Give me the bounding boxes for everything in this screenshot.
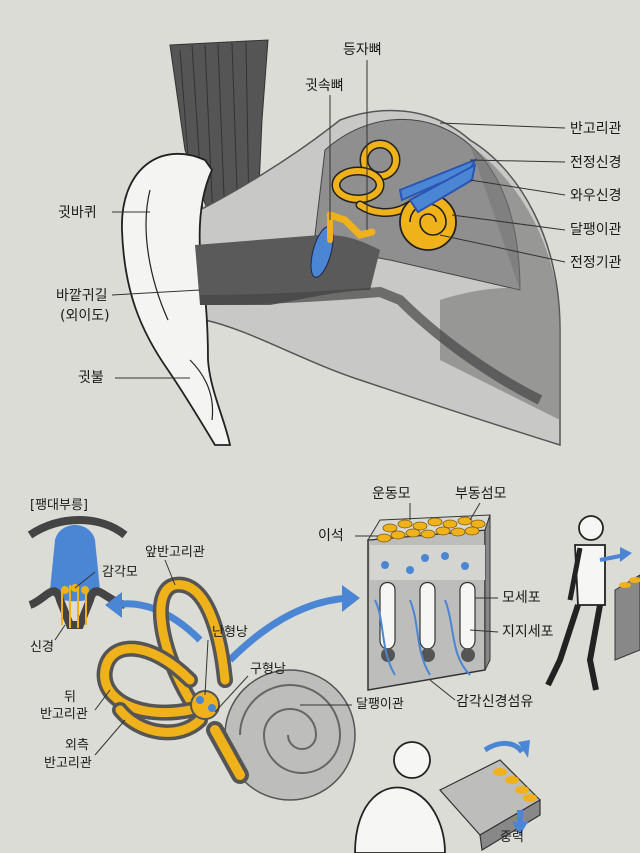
walking-person bbox=[545, 515, 606, 691]
cochlea-bottom bbox=[224, 669, 356, 801]
label-cochlea: 달팽이관 bbox=[570, 222, 622, 238]
label-saccule: 구형낭 bbox=[250, 662, 286, 677]
label-earlobe: 귓불 bbox=[78, 370, 104, 386]
hair-cells bbox=[379, 581, 476, 650]
bending-person bbox=[354, 741, 446, 853]
label-vestibule: 전정기관 bbox=[570, 255, 622, 271]
label-hair-cell: 모세포 bbox=[502, 590, 541, 606]
label-ear-canal: 바깥귀길 bbox=[56, 288, 108, 304]
tilted-block bbox=[439, 759, 541, 851]
label-ear-canal-alt: (외이도) bbox=[60, 308, 110, 324]
canals-bottom bbox=[96, 576, 249, 784]
label-posterior-canal-1: 뒤 bbox=[64, 690, 76, 705]
label-semicircular-canals: 반고리관 bbox=[570, 121, 622, 137]
semicircular-canals bbox=[331, 139, 415, 217]
label-lateral-canal-1: 외측 bbox=[65, 738, 89, 753]
label-ampulla-title: [팽대부릉] bbox=[30, 498, 88, 513]
label-otolith: 이석 bbox=[318, 528, 344, 544]
label-cochlear-nerve: 와우신경 bbox=[570, 188, 622, 204]
ear-cross-section bbox=[111, 39, 566, 447]
label-ossicles: 귓속뼈 bbox=[305, 78, 344, 94]
ossicles-bone bbox=[326, 211, 376, 239]
label-stapes: 등자뼈 bbox=[343, 42, 382, 58]
arrow-to-macula bbox=[227, 594, 351, 663]
label-sensory-nerve-fiber: 감각신경섬유 bbox=[456, 694, 534, 710]
label-kinocilium: 부동섬모 bbox=[455, 486, 507, 502]
label-anterior-canal: 앞반고리관 bbox=[145, 545, 205, 560]
label-nerve: 신경 bbox=[30, 640, 54, 655]
ampulla-cupula bbox=[50, 525, 100, 602]
label-lateral-canal-2: 반고리관 bbox=[44, 756, 92, 771]
arrow-to-ampulla bbox=[114, 600, 203, 643]
label-utricle: 난형낭 bbox=[212, 625, 248, 640]
label-gravity: 중력 bbox=[500, 830, 524, 845]
label-auricle: 귓바퀴 bbox=[58, 205, 97, 221]
label-stereocilia: 운동모 bbox=[372, 486, 411, 502]
ear-canal bbox=[195, 234, 380, 305]
label-supporting-cell: 지지세포 bbox=[502, 624, 554, 640]
label-vestibular-nerve: 전정신경 bbox=[570, 155, 622, 171]
otolith-crystals bbox=[376, 516, 486, 543]
label-posterior-canal-2: 반고리관 bbox=[40, 707, 88, 722]
label-cupula: 감각모 bbox=[102, 565, 138, 580]
label-cochlea-bottom: 달팽이관 bbox=[356, 697, 404, 712]
